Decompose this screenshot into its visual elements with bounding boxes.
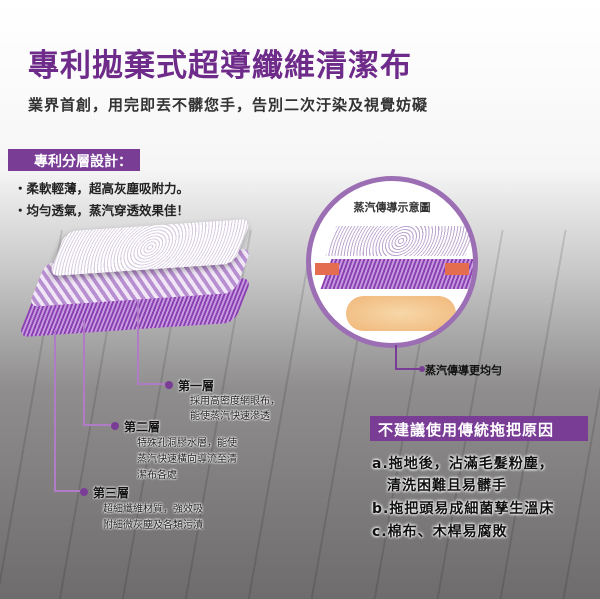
diagram-connector <box>395 345 423 370</box>
steam-arrow-right-icon <box>445 263 469 275</box>
layer-2-desc-0: 特殊孔洞膠水層，能使 <box>137 438 237 449</box>
reasons-title: 不建議使用傳統拖把原因 <box>370 416 588 441</box>
layer-3-name: 第三層 <box>93 486 130 500</box>
steam-arrow-left-icon <box>315 263 339 275</box>
reason-item: a.拖地後，沾滿毛髮粉塵， <box>372 456 554 472</box>
layer-2-desc-1: 蒸汽快速橫向導流至清 <box>137 454 237 465</box>
diagram-title: 蒸汽傳導示意圖 <box>353 201 431 214</box>
feature-2: ・均勻透氣，蒸汽穿透效果佳！ <box>14 203 190 218</box>
diagram-dot <box>419 366 425 372</box>
layer-2-dot <box>111 422 119 430</box>
diagram-layer-top <box>325 226 473 256</box>
layer-3-dot <box>80 488 88 496</box>
feature-1: ・柔軟輕薄，超高灰塵吸附力。 <box>14 181 190 196</box>
layer-1-desc-0: 採用高密度網眼布， <box>190 396 280 407</box>
reason-item: c.棉布、木桿易腐敗 <box>372 524 508 540</box>
design-tag: 專利分層設計： <box>8 149 140 171</box>
layer-2-name: 第二層 <box>124 420 161 434</box>
reason-item: b.拖把頭易成細菌孳生溫床 <box>372 501 555 517</box>
connector-2 <box>83 320 115 426</box>
connector-3 <box>54 330 81 492</box>
layer-1-name: 第一層 <box>178 379 215 393</box>
steam-diagram: 蒸汽傳導示意圖 <box>306 176 478 348</box>
subtitle: 業界首創，用完即丟不髒您手，告別二次汙染及視覺妨礙 <box>28 96 429 114</box>
reason-item: 清洗困難且易髒手 <box>372 478 507 494</box>
steam-cloud <box>346 296 456 331</box>
layer-1-desc-1: 能使蒸汽快速滲透 <box>190 411 270 422</box>
page-title: 專利拋棄式超導纖維清潔布 <box>28 48 412 84</box>
layer-1-dot <box>165 381 173 389</box>
layer-2-desc-2: 潔布各處 <box>137 470 177 481</box>
connector-1 <box>137 300 169 385</box>
layer-3-desc-1: 附細微灰塵及各類污漬 <box>103 520 203 531</box>
layer-3-desc-0: 超細纖維材質，強效吸 <box>103 504 203 515</box>
diagram-note: 蒸汽傳導更均勻 <box>425 364 502 377</box>
